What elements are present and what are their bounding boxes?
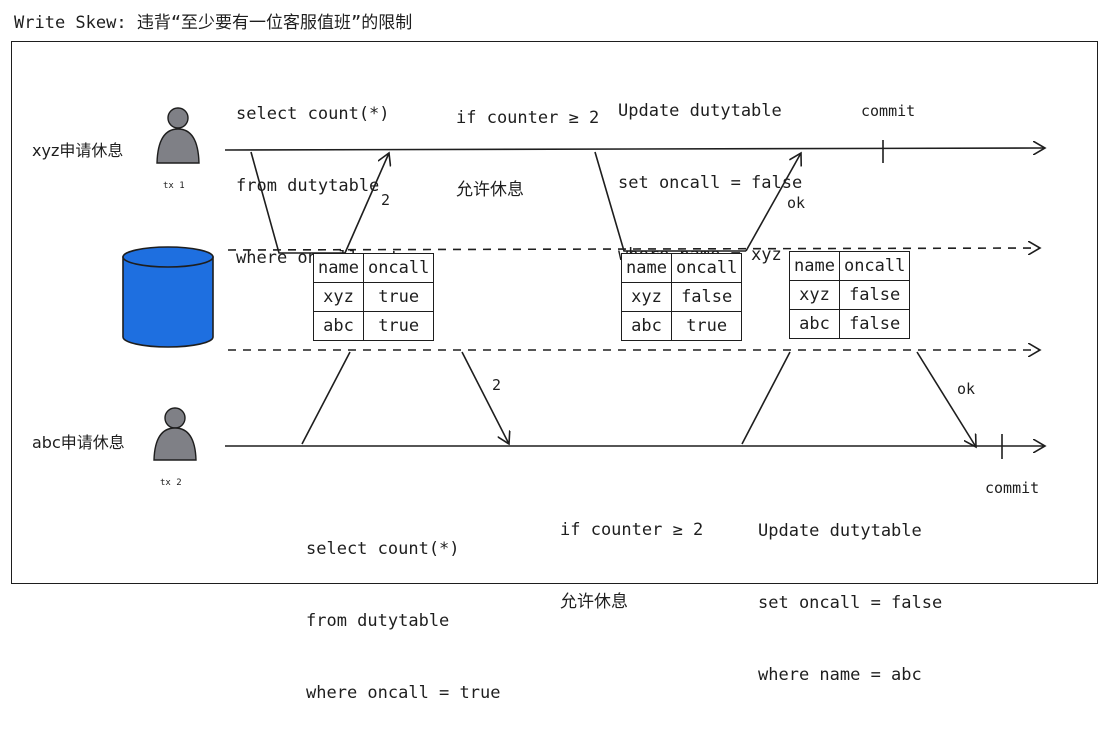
- tx2-update-response: [916, 351, 976, 447]
- table-cell: true: [362, 311, 435, 341]
- check-line: if counter ≥ 2: [560, 520, 704, 540]
- table-cell: false: [838, 280, 911, 310]
- diagram-frame: [11, 41, 1098, 584]
- tx2-commit-label: commit: [985, 479, 1040, 497]
- tx2-select-request: [301, 351, 351, 445]
- table-header-row: name oncall: [621, 253, 743, 283]
- db-upper-boundary: [227, 248, 1040, 250]
- tx2-update-result: ok: [957, 380, 976, 398]
- table-row: abc true: [313, 311, 435, 341]
- tx1-commit-label: commit: [861, 102, 916, 120]
- tx1-timeline: [224, 148, 1045, 150]
- table-cell: true: [362, 282, 435, 312]
- tx1-user-label: xyz申请休息: [32, 141, 124, 160]
- database-icon: [122, 246, 214, 348]
- tx1-update-result: ok: [787, 194, 806, 212]
- table-row: xyz false: [621, 282, 743, 312]
- tx1-select-response: [344, 153, 389, 254]
- tx2-person-icon: [153, 407, 197, 461]
- query-line: Update dutytable: [758, 521, 922, 541]
- table-header-row: name oncall: [789, 251, 911, 281]
- tx1-person-icon: [156, 107, 200, 164]
- query-line: select count(*): [236, 104, 390, 124]
- check-line: 允许休息: [456, 180, 524, 200]
- tx1-update-response: [745, 153, 801, 252]
- table-cell: xyz: [621, 282, 672, 312]
- tx2-check: if counter ≥ 2 允许休息: [560, 470, 703, 638]
- dutytable-state-3: name oncall xyz false abc false: [789, 251, 911, 339]
- query-line: select count(*): [306, 539, 460, 559]
- query-line: where name = abc: [758, 665, 922, 685]
- diagram-title: Write Skew: 违背“至少要有一位客服值班”的限制: [14, 13, 413, 33]
- table-header-cell: name: [313, 253, 364, 283]
- tx2-update-query: Update dutytable set oncall = false wher…: [758, 471, 942, 711]
- table-cell: abc: [621, 311, 672, 341]
- table-header-cell: name: [789, 251, 840, 281]
- table-cell: abc: [789, 309, 840, 339]
- query-line: set oncall = false: [618, 173, 803, 193]
- table-cell: true: [670, 311, 743, 341]
- check-line: 允许休息: [560, 592, 628, 612]
- table-cell: false: [670, 282, 743, 312]
- table-header-cell: oncall: [670, 253, 743, 283]
- table-row: abc false: [789, 309, 911, 339]
- table-cell: abc: [313, 311, 364, 341]
- query-line: from dutytable: [306, 611, 450, 631]
- tx2-label: tx 2: [160, 478, 182, 488]
- tx2-select-response: [461, 351, 509, 444]
- tx1-label: tx 1: [163, 181, 185, 191]
- table-row: abc true: [621, 311, 743, 341]
- table-header-cell: name: [621, 253, 672, 283]
- tx2-read-result: 2: [492, 376, 502, 394]
- table-cell: xyz: [789, 280, 840, 310]
- table-header-cell: oncall: [362, 253, 435, 283]
- query-line: Update dutytable: [618, 101, 782, 121]
- dutytable-state-1: name oncall xyz true abc true: [313, 253, 435, 341]
- table-row: xyz false: [789, 280, 911, 310]
- diagram-lines: [122, 107, 1109, 461]
- table-row: xyz true: [313, 282, 435, 312]
- table-cell: false: [838, 309, 911, 339]
- table-header-row: name oncall: [313, 253, 435, 283]
- tx2-select-query: select count(*) from dutytable where onc…: [306, 489, 500, 729]
- tx1-read-result: 2: [381, 191, 391, 209]
- table-cell: xyz: [313, 282, 364, 312]
- check-line: if counter ≥ 2: [456, 108, 600, 128]
- query-line: from dutytable: [236, 176, 380, 196]
- tx2-user-label: abc申请休息: [32, 433, 125, 452]
- query-line: where oncall = true: [306, 683, 501, 703]
- table-header-cell: oncall: [838, 251, 911, 281]
- query-line: set oncall = false: [758, 593, 943, 613]
- dutytable-state-2: name oncall xyz false abc true: [621, 253, 743, 341]
- tx2-update-request: [741, 351, 791, 445]
- tx1-check: if counter ≥ 2 允许休息: [456, 58, 599, 226]
- tx1-update-request: [594, 151, 746, 252]
